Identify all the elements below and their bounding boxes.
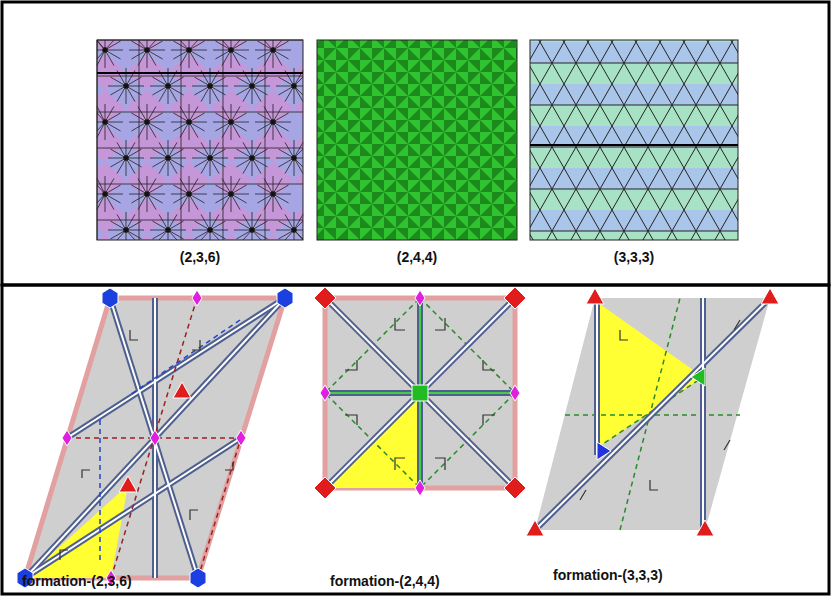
pattern-dot [103, 192, 108, 197]
pattern-label: (2,3,6) [180, 249, 220, 265]
pattern-dot [166, 84, 171, 89]
pattern-stroke [97, 40, 98, 240]
pattern-dot [145, 192, 150, 197]
pattern-dot [124, 156, 129, 161]
pattern-dot [208, 228, 213, 233]
pattern-dot [187, 48, 192, 53]
pattern-dot [250, 84, 255, 89]
formation-333-figure [526, 288, 779, 536]
pattern-stroke [97, 184, 303, 185]
pattern-dot [271, 120, 276, 125]
pattern-dot [187, 120, 192, 125]
pattern-label: (3,3,3) [614, 249, 654, 265]
pattern-stroke [97, 40, 303, 41]
wallpaper-244 [317, 40, 517, 240]
formation-236-figure [17, 288, 293, 588]
pattern-label: (2,4,4) [397, 249, 437, 265]
pattern-dot [292, 156, 297, 161]
pattern-dot [145, 48, 150, 53]
pattern-dot [145, 120, 150, 125]
pattern-dot [292, 84, 297, 89]
pattern-dot [103, 120, 108, 125]
pattern-dot [229, 120, 234, 125]
formation-label: formation-(3,3,3) [553, 567, 663, 583]
pattern-dot [271, 48, 276, 53]
pattern-stroke [139, 40, 140, 240]
pattern-dot [292, 228, 297, 233]
pattern-stroke [223, 40, 224, 240]
formation-label: formation-(2,4,4) [330, 573, 440, 589]
wallpaper-236 [97, 40, 303, 240]
pattern-dot [229, 192, 234, 197]
pattern-dot [124, 228, 129, 233]
bottom-frame [2, 285, 829, 594]
pattern-stroke [265, 40, 266, 240]
formation-label: formation-(2,3,6) [22, 573, 132, 589]
pattern-stroke [97, 112, 303, 113]
pattern-dot [250, 156, 255, 161]
pattern-dot [166, 228, 171, 233]
pattern-stroke [97, 148, 303, 149]
pattern-stroke [97, 220, 303, 221]
pattern-dot [124, 84, 129, 89]
pattern-stroke [181, 40, 182, 240]
pattern-dot [166, 156, 171, 161]
pattern-dot [250, 228, 255, 233]
top-frame [2, 2, 829, 285]
pattern-dot [208, 84, 213, 89]
formation-244-figure [314, 287, 526, 499]
pattern-dot [103, 48, 108, 53]
wallpaper-333 [530, 40, 738, 240]
pattern-dot [229, 48, 234, 53]
pattern-dot [187, 192, 192, 197]
pattern-dot [271, 192, 276, 197]
pattern-dot [208, 156, 213, 161]
pattern-stroke [97, 76, 303, 77]
